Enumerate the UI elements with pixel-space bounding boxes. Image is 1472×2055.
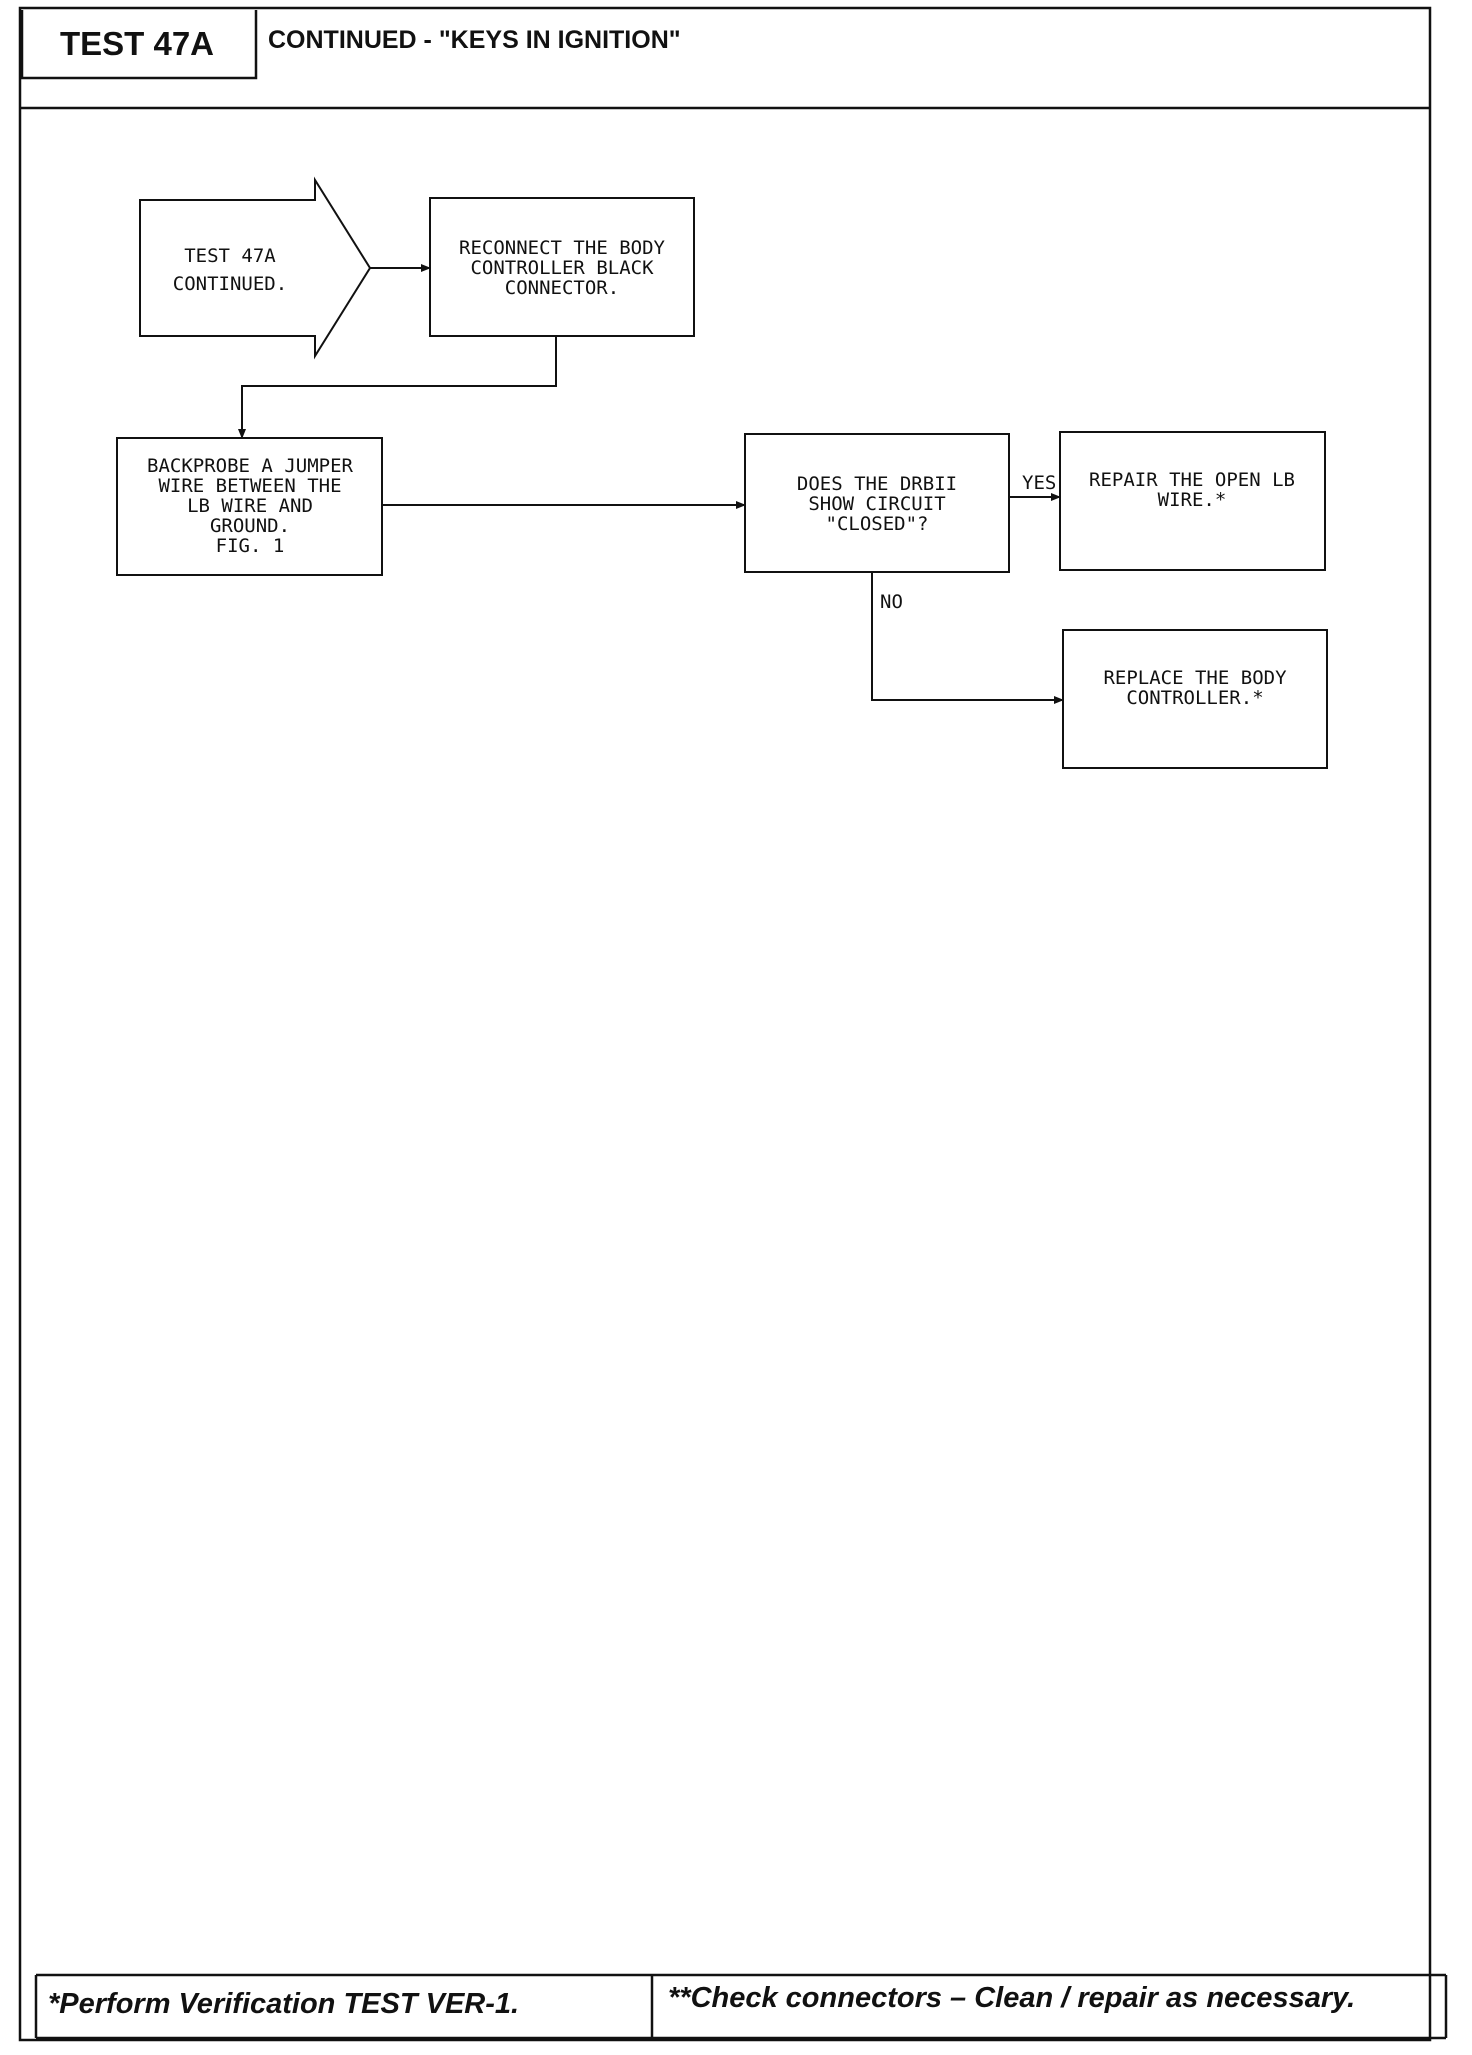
start-arrow-shape xyxy=(139,176,372,360)
reconnect-text-line-2: CONTROLLER BLACK xyxy=(470,257,654,279)
replace-box xyxy=(1062,629,1328,769)
arrow-question-to-replace xyxy=(871,572,1064,704)
footer-connectors-note: **Check connectors – Clean / repair as n… xyxy=(668,1982,1356,2014)
arrow-reconnect-to-backprobe xyxy=(238,336,557,439)
backprobe-text-line-4: GROUND. xyxy=(210,515,290,537)
replace-text-line-1: REPLACE THE BODY xyxy=(1103,667,1287,689)
backprobe-box xyxy=(116,437,383,576)
repair-text-line-2: WIRE.* xyxy=(1158,489,1227,511)
header-title: CONTINUED - "KEYS IN IGNITION" xyxy=(268,26,681,54)
question-text-line-3: "CLOSED"? xyxy=(826,513,929,535)
footer-verification-note: *Perform Verification TEST VER-1. xyxy=(48,1988,520,2020)
repair-text-line-1: REPAIR THE OPEN LB xyxy=(1089,469,1295,491)
question-text-line-2: SHOW CIRCUIT xyxy=(808,493,945,515)
repair-box xyxy=(1059,431,1326,571)
backprobe-text-line-2: WIRE BETWEEN THE xyxy=(158,475,341,497)
no-label: NO xyxy=(880,591,903,613)
backprobe-text-line-3: LB WIRE AND xyxy=(187,495,313,517)
header-test-box xyxy=(20,10,258,80)
reconnect-text-line-1: RECONNECT THE BODY xyxy=(459,237,665,259)
backprobe-text-line-5: FIG. 1 xyxy=(216,535,285,557)
backprobe-text-line-1: BACKPROBE A JUMPER xyxy=(147,455,353,477)
question-text-line-1: DOES THE DRBII xyxy=(797,473,957,495)
replace-text-line-2: CONTROLLER.* xyxy=(1126,687,1263,709)
header-test-label: TEST 47A xyxy=(59,25,215,62)
question-box xyxy=(744,433,1010,573)
start-text-line-1: TEST 47A xyxy=(184,245,276,267)
yes-label: YES xyxy=(1022,472,1056,494)
page-frame xyxy=(18,6,1432,2042)
reconnect-text-line-3: CONNECTOR. xyxy=(505,277,619,299)
start-text-line-2: CONTINUED. xyxy=(173,273,287,295)
